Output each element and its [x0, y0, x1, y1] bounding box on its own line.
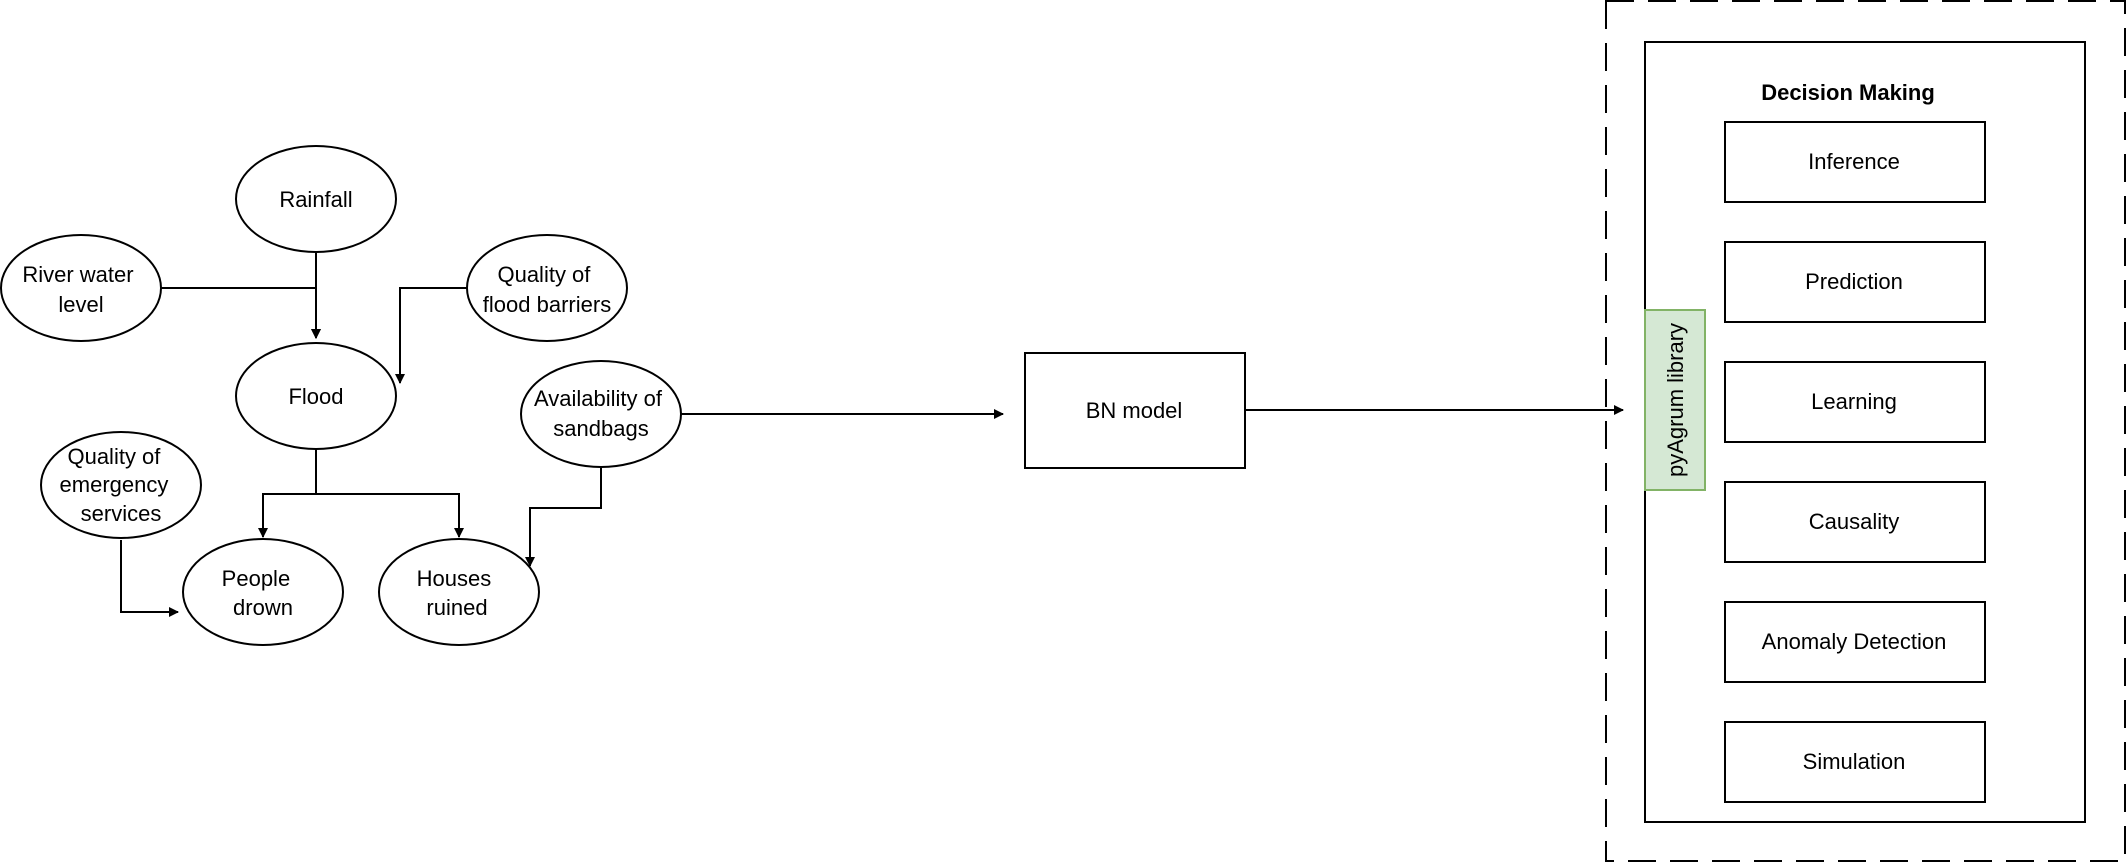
bn-model-label: BN model	[1086, 398, 1183, 423]
decision-item-inference: Inference	[1724, 121, 1986, 203]
decision-item-inference-label: Inference	[1808, 149, 1900, 174]
node-quality-of-emergency-services-label: Quality of emergency services	[60, 444, 175, 526]
node-people-drown-label: People drown	[222, 566, 297, 620]
decision-item-learning-label: Learning	[1811, 389, 1897, 414]
node-houses-ruined: Houses ruined	[378, 538, 540, 646]
node-quality-of-flood-barriers-label: Quality of flood barriers	[483, 262, 611, 317]
decision-item-simulation: Simulation	[1724, 721, 1986, 803]
edge-emergency-services-to-people-drown	[120, 540, 179, 617]
node-flood-label: Flood	[288, 384, 343, 409]
decision-item-simulation-label: Simulation	[1803, 749, 1906, 774]
node-houses-ruined-label: Houses ruined	[417, 566, 498, 620]
edge-flood-to-houses-ruined	[316, 493, 464, 538]
edge-sandbags-to-houses-ruined	[525, 468, 602, 567]
node-river-water-level-label: River water level	[22, 262, 139, 317]
pyagrum-library-box: pyAgrum library	[1644, 309, 1706, 491]
outer-dashed-frame	[1605, 0, 2126, 862]
edge-river-water-level-to-flood	[160, 287, 321, 339]
node-rainfall: Rainfall	[235, 145, 397, 253]
decision-item-anomaly-detection-label: Anomaly Detection	[1762, 629, 1947, 654]
bn-model-box: BN model	[1024, 352, 1246, 469]
decision-making-panel: Decision Making Inference Prediction Lea…	[1605, 0, 2126, 862]
node-quality-of-flood-barriers: Quality of flood barriers	[466, 234, 628, 342]
decision-item-learning: Learning	[1724, 361, 1986, 443]
decision-item-causality-label: Causality	[1809, 509, 1899, 534]
decision-item-prediction-label: Prediction	[1805, 269, 1903, 294]
pyagrum-library-label: pyAgrum library	[1663, 323, 1688, 477]
node-river-water-level: River water level	[0, 234, 162, 342]
node-availability-of-sandbags-label: Availability of sandbags	[534, 386, 668, 441]
decision-item-prediction: Prediction	[1724, 241, 1986, 323]
decision-making-title: Decision Making	[1761, 80, 1935, 105]
edge-flood-to-people-drown	[258, 449, 317, 538]
edge-flood-barriers-to-flood	[395, 287, 467, 384]
node-flood: Flood	[235, 342, 397, 450]
decision-item-causality: Causality	[1724, 481, 1986, 563]
edges	[120, 253, 1624, 617]
decision-item-anomaly-detection: Anomaly Detection	[1724, 601, 1986, 683]
node-availability-of-sandbags: Availability of sandbags	[520, 360, 682, 468]
node-people-drown: People drown	[182, 538, 344, 646]
node-rainfall-label: Rainfall	[279, 187, 352, 212]
node-quality-of-emergency-services: Quality of emergency services	[40, 431, 202, 539]
